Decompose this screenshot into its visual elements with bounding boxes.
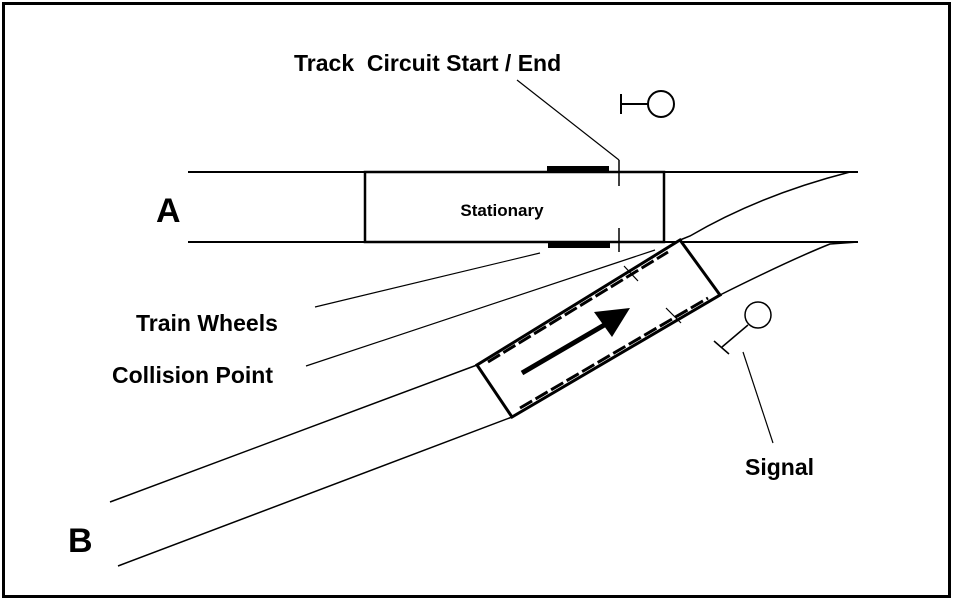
moving-train-wheels-lower: [519, 296, 709, 410]
train-wheels-bottom: [548, 242, 610, 248]
arrow-icon: [520, 308, 630, 376]
track-b: [109, 171, 859, 567]
signal-label: Signal: [745, 454, 814, 480]
stationary-train: Stationary: [363, 166, 666, 248]
leader-signal: [742, 351, 774, 444]
track-a-label: A: [156, 192, 181, 230]
stationary-train-body: [363, 170, 666, 244]
moving-train: [474, 237, 723, 420]
train-wheels-label: Train Wheels: [136, 310, 278, 336]
track-b-label: B: [68, 522, 93, 560]
train-wheels-top: [547, 166, 609, 172]
track-circuit-marker-b1: [623, 265, 639, 282]
track-circuit-marker-b2: [665, 307, 682, 324]
leader-track-circuit: [516, 79, 620, 161]
track-b-upper-rail: [109, 171, 851, 503]
leader-lines: [305, 79, 774, 444]
leader-collision-point: [305, 249, 656, 367]
leader-train-wheels: [314, 252, 541, 308]
moving-train-wheels-upper: [487, 250, 669, 364]
collision-point-label: Collision Point: [112, 362, 273, 388]
track-circuit-label: Track Circuit Start / End: [294, 50, 561, 76]
stationary-label: Stationary: [460, 201, 544, 220]
signal-icon: [713, 301, 772, 355]
signal-icon: [620, 90, 675, 118]
track-b-lower-rail: [117, 241, 859, 567]
